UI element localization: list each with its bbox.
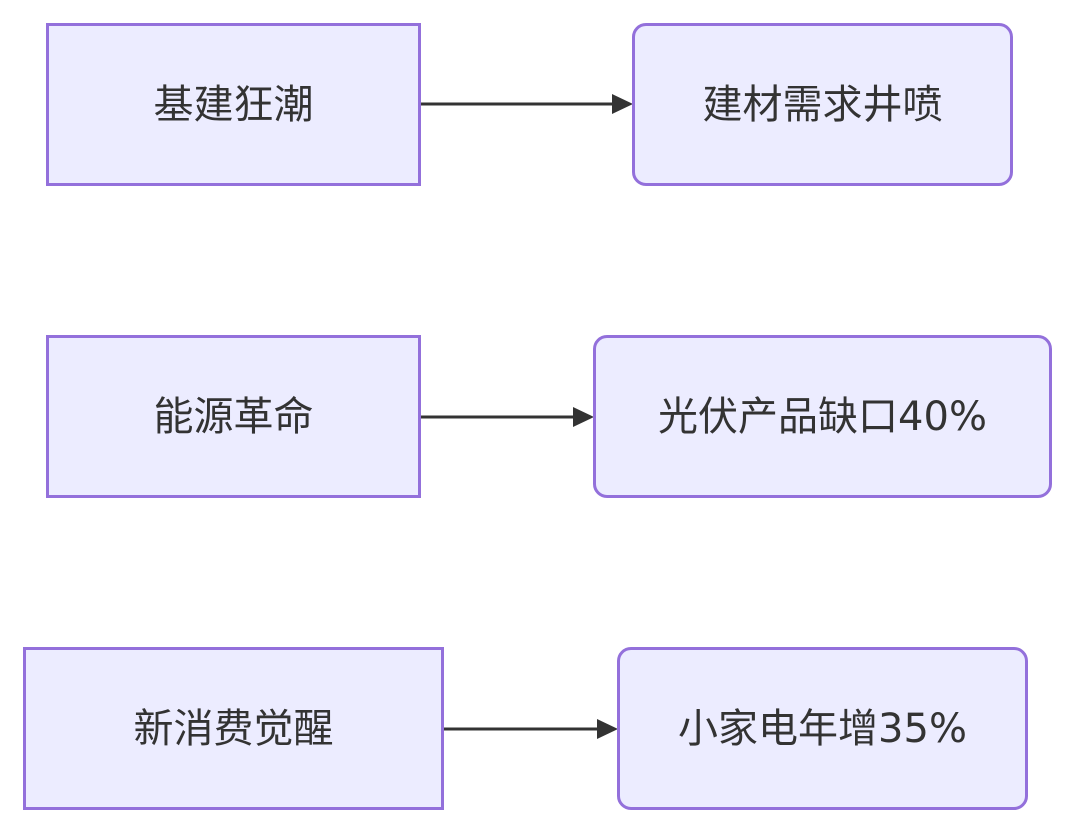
node-new-consumption-label: 新消费觉醒 (133, 705, 334, 752)
node-energy-revolution-label: 能源革命 (153, 393, 314, 440)
node-building-materials-demand: 建材需求井喷 (632, 23, 1013, 186)
edge-1-arrowhead (612, 94, 633, 114)
node-small-appliances-growth: 小家电年增35% (617, 647, 1028, 810)
edge-1 (421, 94, 633, 114)
edge-2-arrowhead (573, 407, 594, 427)
edge-3-arrowhead (597, 719, 618, 739)
node-pv-shortage: 光伏产品缺口40% (593, 335, 1052, 498)
edge-2 (421, 407, 594, 427)
node-infrastructure-boom-label: 基建狂潮 (153, 81, 314, 128)
node-small-appliances-growth-label: 小家电年增35% (678, 705, 967, 752)
node-energy-revolution: 能源革命 (46, 335, 421, 498)
node-new-consumption: 新消费觉醒 (23, 647, 444, 810)
edge-3 (444, 719, 618, 739)
node-infrastructure-boom: 基建狂潮 (46, 23, 421, 186)
node-building-materials-demand-label: 建材需求井喷 (702, 81, 943, 128)
node-pv-shortage-label: 光伏产品缺口40% (658, 393, 987, 440)
